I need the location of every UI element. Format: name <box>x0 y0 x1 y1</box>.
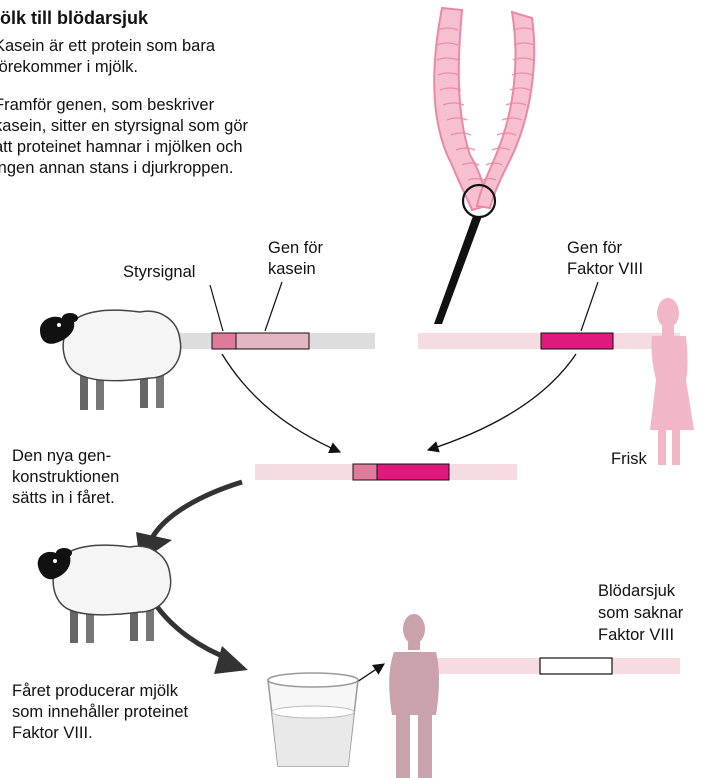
sheep-icon <box>40 310 181 410</box>
construct-styrsignal <box>353 464 377 480</box>
styrsignal-pointer <box>210 285 223 331</box>
hemophiliac-person-icon <box>389 614 439 778</box>
chromosome-icon <box>434 8 534 217</box>
kasein-pointer <box>265 282 282 331</box>
faktor-gene-segment <box>541 333 613 349</box>
construct-faktor <box>377 464 449 480</box>
healthy-person-icon <box>650 298 694 465</box>
missing-faktor-segment <box>540 658 612 674</box>
big-arrow-to-milk <box>150 596 248 674</box>
kasein-gene-segment <box>236 333 309 349</box>
milk-glass-icon <box>268 673 358 766</box>
zoom-wedge <box>434 216 482 324</box>
styrsignal-segment <box>212 333 236 349</box>
arrow-sheep-to-construct <box>222 354 340 452</box>
faktor-pointer <box>581 282 598 331</box>
sheep-icon <box>38 545 171 643</box>
arrow-human-to-construct <box>428 354 576 450</box>
